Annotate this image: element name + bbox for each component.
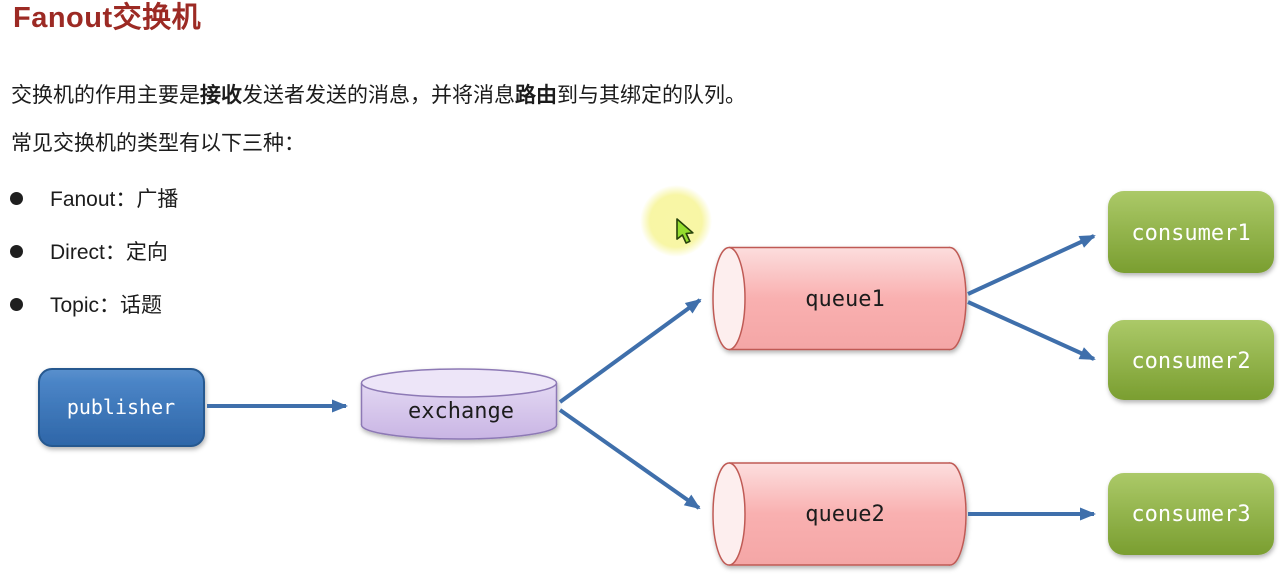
bullet-icon [10,191,23,205]
consumer1-node: consumer1 [1108,191,1274,273]
cursor-highlight [640,185,712,257]
intro-text-bold-receive: 接收 [200,84,242,107]
consumer2-node: consumer2 [1108,320,1274,400]
queue1-label: queue1 [805,287,884,312]
mouse-cursor-icon [676,218,694,244]
list-item-label: Direct：定向 [50,241,168,264]
intro-text-post: 到与其绑定的队列。 [557,84,746,107]
queue1-node: queue1 [712,246,967,351]
consumer2-label: consumer2 [1131,349,1250,374]
arrow-queue1-to-consumer1 [967,234,1096,296]
exchange-type-list: Fanout：广播 Direct：定向 Topic：话题 [10,186,178,345]
exchange-node: exchange [360,368,558,440]
intro-text-bold-route: 路由 [515,84,557,107]
queue1-cylinder-body [729,247,950,350]
queue2-cylinder-cap [712,462,746,566]
intro-text-mid: 发送者发送的消息，并将消息 [242,84,515,107]
consumer1-box [1108,191,1274,273]
queue1-cylinder-cap [712,246,746,351]
exchange-label: exchange [408,399,514,424]
list-item-label: Fanout：广播 [50,188,179,211]
intro-paragraph: 交换机的作用主要是接收发送者发送的消息，并将消息路由到与其绑定的队列。 [11,82,746,109]
list-item-fanout: Fanout：广播 [10,186,179,211]
page-title: Fanout交换机 [13,2,202,34]
publisher-box [38,368,205,447]
consumer3-box [1108,473,1274,555]
types-intro-line: 常见交换机的类型有以下三种： [11,132,305,155]
consumer3-node: consumer3 [1108,473,1274,555]
bullet-icon [10,297,23,311]
publisher-node: publisher [38,368,205,447]
arrow-queue1-to-consumer2 [967,300,1096,361]
list-item-direct: Direct：定向 [10,239,178,264]
intro-text-pre: 交换机的作用主要是 [11,84,200,107]
queue2-node: queue2 [712,462,967,566]
bullet-icon [10,244,23,258]
arrow-exchange-to-queue1 [558,298,702,404]
queue2-cylinder-body [729,463,950,565]
consumer1-label: consumer1 [1131,221,1250,246]
queue2-label: queue2 [805,502,884,527]
arrow-exchange-to-queue2 [558,408,701,510]
consumer2-box [1108,320,1274,400]
exchange-cylinder-top [360,368,558,398]
list-item-topic: Topic：话题 [10,292,178,317]
publisher-label: publisher [67,395,175,419]
list-item-label: Topic：话题 [50,294,163,317]
consumer3-label: consumer3 [1131,502,1250,527]
